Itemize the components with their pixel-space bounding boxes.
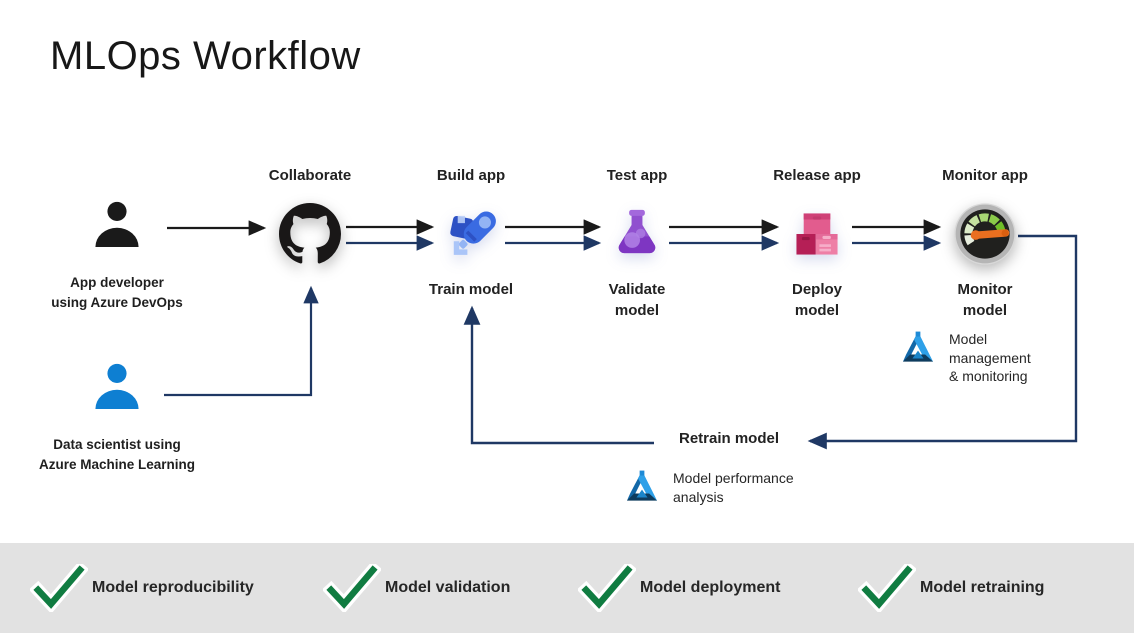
- checkmark-icon: [30, 564, 88, 612]
- step-collaborate: Collaborate: [240, 165, 380, 267]
- footer-label: Model retraining: [920, 579, 1045, 596]
- footer-item-retraining: Model retraining: [858, 543, 1044, 633]
- github-icon: [279, 201, 341, 267]
- person-icon: [89, 360, 145, 421]
- step-label: Monitor app: [942, 167, 1028, 184]
- checkmark-icon: [323, 564, 381, 612]
- arrow-retrain-to-train: [463, 305, 654, 445]
- footer-label: Model validation: [385, 579, 511, 596]
- annotation-model-management: Model management & monitoring: [899, 330, 1031, 386]
- footer-item-reproducibility: Model reproducibility: [30, 543, 254, 633]
- rocket-icon: [442, 201, 500, 267]
- annotation-model-performance: Model performance analysis: [623, 469, 794, 512]
- boxes-icon: [788, 201, 846, 267]
- page-title: MLOps Workflow: [50, 34, 361, 78]
- person-icon: [89, 198, 145, 259]
- footer-item-validation: Model validation: [323, 543, 510, 633]
- footer-label: Model reproducibility: [92, 579, 254, 596]
- annotation-text: Model management & monitoring: [949, 331, 1031, 384]
- azure-ml-icon: [899, 330, 937, 373]
- flask-icon: [608, 201, 666, 267]
- checkmark-icon: [578, 564, 636, 612]
- model-step-label: Train model: [428, 281, 514, 298]
- annotation-text: Model performance analysis: [673, 470, 794, 505]
- azure-ml-icon: [623, 469, 661, 512]
- retrain-model-label: Retrain model: [678, 430, 780, 447]
- step-build-app: Build app Train model: [401, 165, 541, 300]
- step-label: Build app: [436, 167, 506, 184]
- footer-checklist: Model reproducibility Model validation M…: [0, 543, 1134, 633]
- footer-item-deployment: Model deployment: [578, 543, 780, 633]
- checkmark-icon: [858, 564, 916, 612]
- step-label: Test app: [606, 167, 668, 184]
- step-label: Collaborate: [268, 167, 352, 184]
- gauge-icon: [953, 201, 1017, 267]
- footer-label: Model deployment: [640, 579, 781, 596]
- step-label: Release app: [773, 167, 861, 184]
